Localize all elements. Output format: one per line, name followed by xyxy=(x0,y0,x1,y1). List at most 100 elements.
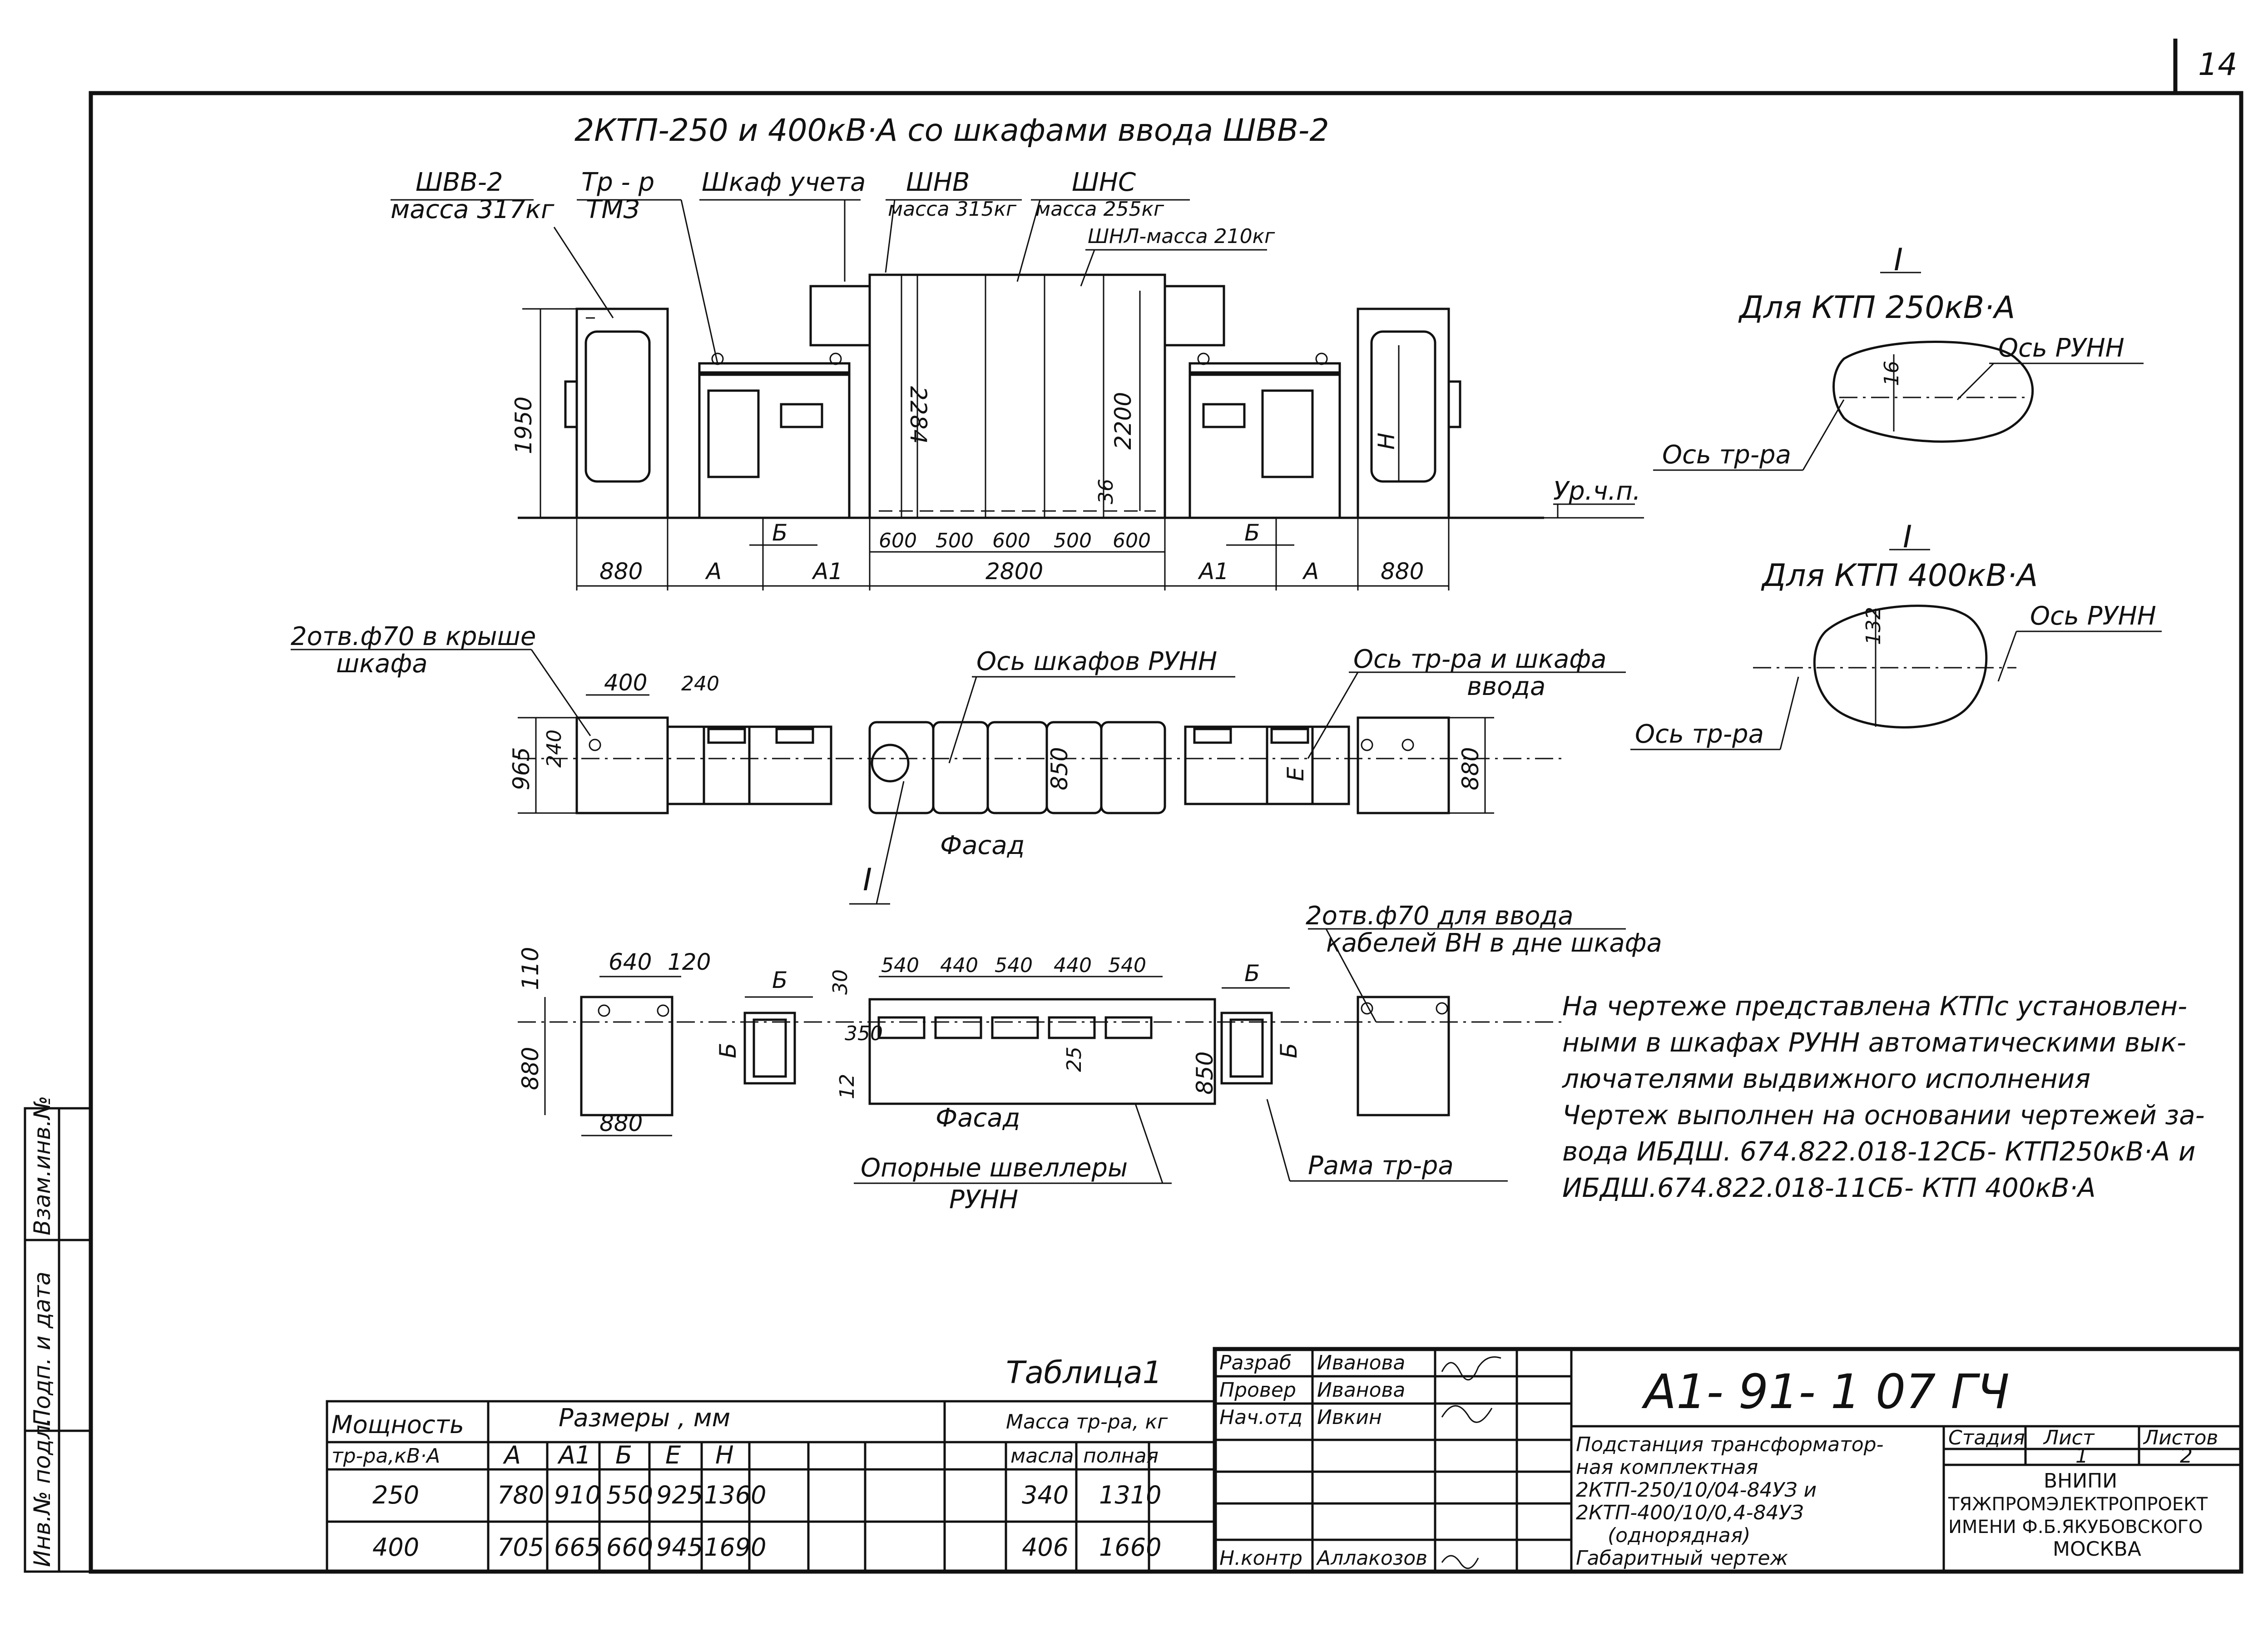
dim-880-right: 880 xyxy=(1381,558,1424,585)
label-cable-hole-2: кабелей ВН в дне шкафа xyxy=(1326,928,1662,958)
dim-850: 850 xyxy=(1046,747,1073,790)
table-head-power-2: тр-ра,кВ·А xyxy=(332,1444,440,1468)
table-head-mass: Масса тр-ра, кг xyxy=(1006,1410,1168,1434)
dim-440a: 440 xyxy=(940,954,978,977)
dim-1950: 1950 xyxy=(510,397,537,454)
sheet-number: 1 xyxy=(2075,1444,2088,1468)
label-svv: ШВВ-2 xyxy=(416,168,503,197)
label-channels-2: РУНН xyxy=(949,1185,1018,1215)
label-shns: ШНС xyxy=(1072,168,1136,197)
row-250-E: 925 xyxy=(656,1481,703,1509)
row-250-A1: 910 xyxy=(554,1481,601,1509)
label-transformer: Тр - р xyxy=(581,168,654,197)
section-400-axis-tr: Ось тр-ра xyxy=(1635,719,1764,749)
dim-E: Е xyxy=(1283,767,1309,781)
stamp-replace: Взам.инв.№ xyxy=(29,1096,55,1235)
label-facade-plan: Фасад xyxy=(940,831,1025,860)
table-col-A1: А1 xyxy=(557,1441,591,1469)
dim-A-left: А xyxy=(705,558,722,585)
dim-440b: 440 xyxy=(1054,954,1092,977)
org-line-1: ВНИПИ xyxy=(2044,1469,2117,1493)
dim-25: 25 xyxy=(1063,1047,1086,1072)
org-line-4: МОСКВА xyxy=(2053,1538,2141,1561)
section-250-title: Для КТП 250кВ·А xyxy=(1738,290,2015,326)
row-250-H: 1360 xyxy=(704,1481,766,1509)
dim-880-left: 880 xyxy=(599,558,643,585)
base-view: 110 880 640 120 880 Б Б 30 350 12 540 44… xyxy=(517,901,1662,1215)
dim-880-vert: 880 xyxy=(517,1047,544,1090)
table-col-A: А xyxy=(503,1441,521,1469)
dim-A1-right: А1 xyxy=(1198,558,1229,585)
dim-540c: 540 xyxy=(1108,954,1146,977)
table-caption: Таблица1 xyxy=(1006,1355,1162,1391)
dim-B-left: Б xyxy=(772,520,787,546)
dim-500a: 500 xyxy=(936,529,974,552)
dim-B1-vert: Б xyxy=(715,1043,741,1058)
name-developer: Иванова xyxy=(1317,1351,1405,1374)
dim-2200: 2200 xyxy=(1110,392,1136,450)
row-400-A1: 665 xyxy=(554,1533,601,1562)
dim-B2-vert: Б xyxy=(1276,1043,1302,1058)
dim-540b: 540 xyxy=(995,954,1033,977)
signature-3 xyxy=(1441,1555,1479,1569)
dim-880-horiz: 880 xyxy=(599,1110,643,1136)
label-axis-cabinets: Ось шкафов РУНН xyxy=(976,647,1217,676)
page-number: 14 xyxy=(2198,47,2238,83)
dim-B-right: Б xyxy=(1244,520,1260,546)
signature-2 xyxy=(1441,1405,1493,1423)
signature-1 xyxy=(1441,1356,1501,1381)
dim-850-base: 850 xyxy=(1192,1052,1218,1095)
role-checker: Провер xyxy=(1219,1379,1296,1402)
dim-2284: 2284 xyxy=(905,386,931,444)
name-checker: Иванова xyxy=(1317,1379,1405,1402)
row-400-oil: 406 xyxy=(1022,1533,1069,1562)
section-250: I Для КТП 250кВ·А 16 Ось РУНН Ось тр-ра xyxy=(1653,242,2144,471)
label-floor-level: Ур.ч.п. xyxy=(1553,476,1641,506)
label-axis-transformer-2: ввода xyxy=(1467,672,1545,701)
dim-A-right: А xyxy=(1302,558,1319,585)
desc-line-1: Подстанция трансформатор- xyxy=(1576,1433,1883,1456)
role-head: Нач.отд xyxy=(1219,1406,1302,1429)
table-col-E: Е xyxy=(665,1441,681,1469)
plan-view: 2отв.ф70 в крыше шкафа 400 240 965 xyxy=(291,622,1626,905)
row-400-full: 1660 xyxy=(1099,1533,1161,1562)
dim-600a: 600 xyxy=(879,529,917,552)
row-400-A: 705 xyxy=(497,1533,544,1562)
sheets-total: 2 xyxy=(2180,1444,2193,1468)
dim-36: 36 xyxy=(1094,479,1118,504)
note-line-3: лючателями выдвижного исполнения xyxy=(1562,1063,2090,1094)
note-line-2: ными в шкафах РУНН автоматическими вык- xyxy=(1562,1027,2186,1058)
dim-120: 120 xyxy=(668,949,711,975)
desc-line-4: 2КТП-400/10/0,4-84УЗ xyxy=(1576,1501,1804,1524)
label-axis-transformer: Ось тр-ра и шкафа xyxy=(1353,645,1606,674)
row-400-power: 400 xyxy=(372,1533,419,1562)
table-head-power: Мощность xyxy=(332,1410,464,1439)
dim-500b: 500 xyxy=(1054,529,1092,552)
title-block: Разраб Провер Нач.отд Н.контр Иванова Ив… xyxy=(1213,1347,2243,1574)
dim-B1: Б xyxy=(772,967,787,993)
name-norm-control: Аллакозов xyxy=(1316,1547,1427,1570)
row-250-power: 250 xyxy=(372,1481,419,1509)
dim-30: 30 xyxy=(829,969,852,995)
section-mark-plan: I xyxy=(863,862,872,898)
dim-2800: 2800 xyxy=(985,558,1043,585)
label-cable-hole: 2отв.ф70 для ввода xyxy=(1306,901,1574,931)
section-400-offset: 132 xyxy=(1862,607,1885,645)
org-line-3: ИМЕНИ Ф.Б.ЯКУБОВСКОГО xyxy=(1948,1517,2203,1538)
dim-H: Н xyxy=(1373,432,1400,450)
dim-240-top: 240 xyxy=(681,672,719,695)
stage-head: Стадия xyxy=(1948,1426,2025,1449)
dim-640: 640 xyxy=(609,949,652,975)
table-head-dims: Размеры , мм xyxy=(559,1404,730,1432)
section-250-offset: 16 xyxy=(1880,361,1903,386)
desc-line-5: (однорядная) xyxy=(1608,1524,1750,1547)
section-250-mark: I xyxy=(1894,242,1903,278)
label-shns-mass: масса 255кг xyxy=(1035,198,1164,221)
desc-line-2: ная комплектная xyxy=(1576,1456,1758,1479)
section-400: I Для КТП 400кВ·А 132 Ось РУНН Ось тр-ра xyxy=(1630,519,2162,750)
drawing-title: 2КТП-250 и 400кВ·А со шкафами ввода ШВВ-… xyxy=(574,113,1329,149)
dim-880-plan: 880 xyxy=(1457,747,1484,790)
dim-A1-left: А1 xyxy=(812,558,843,585)
section-400-mark: I xyxy=(1903,519,1912,555)
